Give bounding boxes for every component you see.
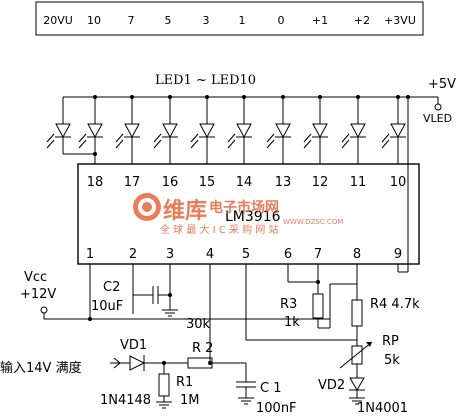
watermark-site: 电子市场网 [209,199,279,216]
vd2-diode [349,377,365,391]
watermark-slogan: 全 球 最 大 I C 采 购 网 站 [160,223,279,236]
ic-top-pin-numbers: 18 17 16 15 14 13 12 11 10 [87,175,407,190]
scale-label: 10 [87,14,101,27]
ground-icon [162,309,178,317]
scale-label: 3 [203,14,210,27]
ic-bottom-pin-numbers: 1 2 3 4 5 6 7 8 9 [86,247,402,262]
r4-resistor [351,299,363,327]
led-icon [303,95,328,164]
plus5v-label: +5V [428,77,456,92]
r2-name: R 2 [192,341,213,356]
ground-icon [349,397,365,405]
ic-top-pin-number: 14 [236,175,253,190]
c2-name: C2 [103,280,120,295]
led-array [46,95,406,164]
vd2-part: 1N4001 [357,401,408,416]
r3-resistor [312,293,324,319]
ic-bottom-pin-number: 8 [353,247,361,262]
ic-top-pin-number: 16 [162,175,179,190]
r1-name: R1 [176,375,193,390]
r30k-label: 30k [186,317,211,332]
vd1-part: 1N4148 [100,393,151,408]
rp-arrow [339,341,373,369]
c1-name: C 1 [260,381,281,396]
scale-label: +2 [354,14,370,27]
led-icon [266,95,291,164]
led-supply-rail [63,96,442,111]
ground-icon [156,401,172,409]
vled-label: VLED [423,112,452,125]
rp-value: 5k [384,353,400,368]
led-icon [227,95,252,164]
scale-label: 0 [278,14,285,27]
scale-label: 20VU [43,14,73,27]
vcc-terminal [40,306,48,314]
vd2-name: VD2 [318,378,345,393]
led-icon [381,95,406,164]
r3-value: 1k [284,315,300,330]
watermark-url: WWW.DZSC.COM [283,218,343,226]
ic-bottom-pin-number: 4 [206,247,214,262]
vu-scale-frame [35,1,424,36]
ic-bottom-pin-number: 9 [394,247,402,262]
ic-bottom-pin-number: 2 [129,247,137,262]
ic-top-pin-number: 13 [275,175,292,190]
ic-top-pin-number: 17 [124,175,141,190]
watermark: 维库 电子市场网 WWW.DZSC.COM 全 球 最 大 I C 采 购 网 … [133,193,343,236]
vu-scale: 20VU 10 7 5 3 1 0 +1 +2 +3VU [35,1,424,36]
rp-name: RP [382,334,399,349]
ic-body [77,163,420,265]
r1-resistor [158,373,170,397]
c2-value: 10uF [91,299,123,314]
ic-bottom-pin-number: 6 [284,247,292,262]
ic-bottom-pin-number: 3 [166,247,174,262]
ic-bottom-pin-number: 7 [314,247,322,262]
ic-top-pin-number: 11 [350,175,367,190]
scale-label: 5 [165,14,172,27]
ic-top-pin-number: 12 [312,175,329,190]
ic-top-pin-number: 15 [199,175,216,190]
led-icon [46,97,97,156]
scale-label: +1 [312,14,328,27]
vd1-name: VD1 [120,338,147,353]
watermark-logo-icon [133,193,161,221]
vd1-diode [129,355,146,371]
led-icon [190,95,215,164]
watermark-brand: 维库 [163,198,207,224]
ic-bottom-pin-number: 5 [242,247,250,262]
vcc-label: Vcc [24,270,47,285]
r3-name: R3 [280,297,297,312]
led-icon [78,95,103,164]
ic-name: LM3916 [225,209,281,225]
input-label: 输入14V 满度 [0,360,82,376]
r4-label: R4 4.7k [370,297,420,312]
scale-label: 7 [128,14,135,27]
ic-bottom-pin-number: 1 [86,247,94,262]
r1-value: 1M [180,393,200,408]
rp-potentiometer [351,345,363,365]
led-icon [341,95,366,164]
input-arrow-icon [113,357,121,369]
vled-terminal [434,103,442,111]
ground-icon [238,397,254,405]
led-icon [153,95,178,164]
scale-label: 1 [239,14,246,27]
c1-value: 100nF [256,401,297,416]
scale-label: +3VU [384,14,416,27]
ic-top-pin-number: 10 [390,175,407,190]
led-icon [115,95,140,164]
ic-top-pin-number: 18 [87,175,104,190]
plus12v-label: +12V [20,287,56,302]
led-label: LED1 ~ LED10 [155,73,256,88]
